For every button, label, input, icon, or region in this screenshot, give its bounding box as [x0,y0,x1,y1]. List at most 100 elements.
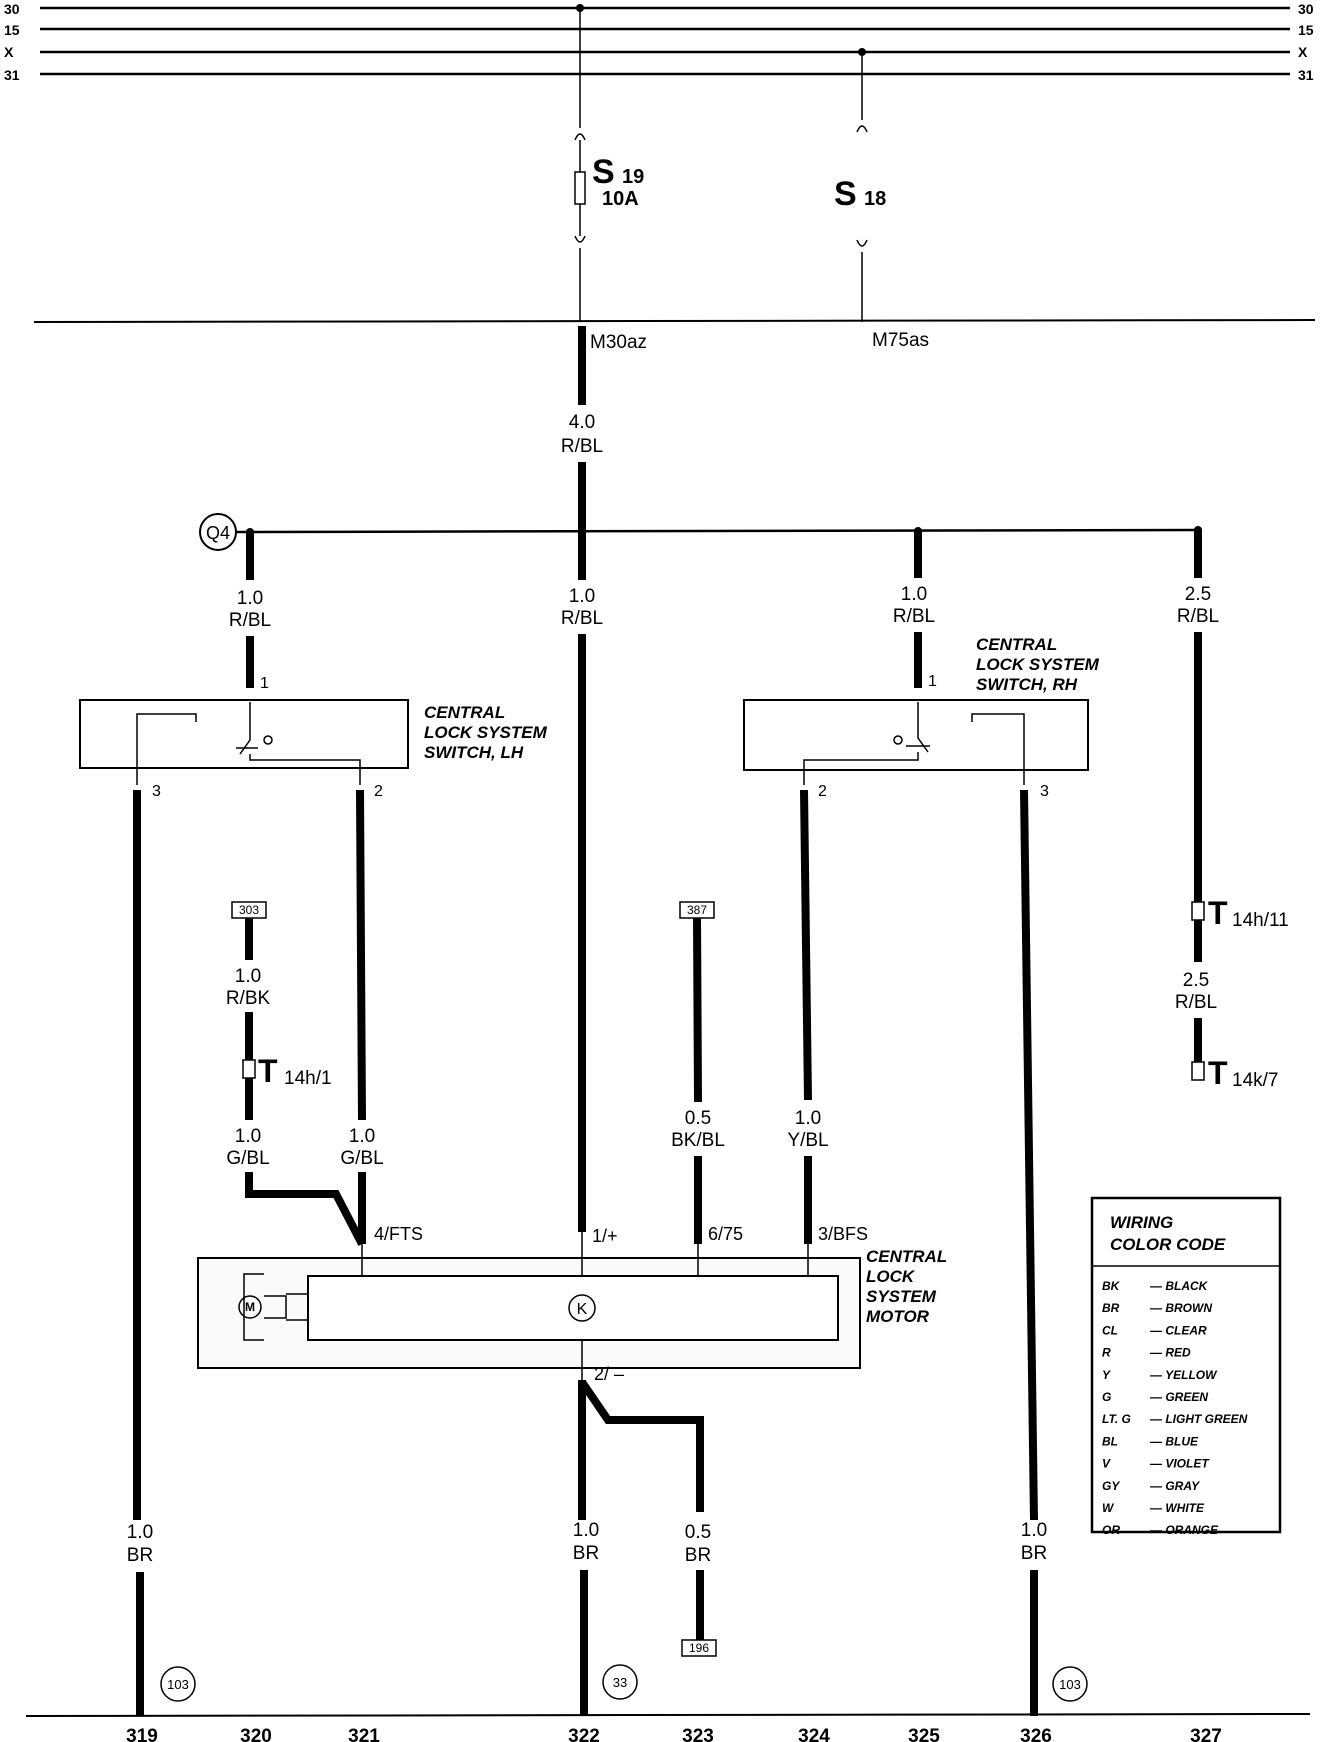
wire-b1-size: 1.0 [127,1522,153,1543]
legend-code: LT. G [1102,1412,1131,1426]
switch-lh-pin3: 3 [152,783,161,800]
legend-name: — ORANGE [1149,1523,1219,1537]
fuse-s18-number: 18 [864,188,886,210]
legend-code: G [1102,1390,1111,1404]
rail-label-31-left: 31 [4,67,20,83]
motor-label-1: CENTRAL [866,1247,947,1266]
ref-196-box [681,1639,717,1657]
legend-code: BK [1102,1279,1121,1293]
wire-b4-upper [1020,789,1038,1521]
terminal-t14h11 [1191,901,1205,921]
motor-label-3: SYSTEM [866,1287,937,1306]
wire-2-color: R/BL [561,608,603,629]
legend-code: BL [1102,1434,1118,1448]
motor-symbol [238,1273,308,1341]
switch-lh-label-2: LOCK SYSTEM [424,723,548,742]
wire-9-size: 1.0 [795,1108,821,1129]
wire-b2-size: 1.0 [573,1520,599,1541]
wire-main-size: 4.0 [569,412,595,433]
ground-103-right-label: 103 [1059,1677,1081,1692]
legend-code: OR [1102,1523,1120,1537]
terminal-t14k7-letter: T [1208,1055,1228,1091]
rail-label-x-left: X [4,44,14,60]
legend-name: — GREEN [1149,1390,1208,1404]
switch-rh-pin1: 1 [928,673,937,690]
rail-label-15-right: 15 [1298,22,1314,38]
connector-m30az: M30az [590,332,647,353]
fuse-s19 [574,8,586,322]
legend-code: V [1102,1457,1111,1471]
wire-b2-color: BR [573,1543,599,1564]
legend-name: — RED [1149,1346,1191,1360]
switch-lh-box [79,699,409,769]
legend-name: — LIGHT GREEN [1149,1412,1248,1426]
motor-pin-fts: 4/FTS [374,1224,423,1244]
motor-k-circle [568,1294,596,1322]
fuse-s18-letter: S [834,175,857,213]
switch-lh-symbol [136,702,361,785]
ref-387: 387 [687,903,707,917]
terminal-t14h1-letter: T [258,1053,278,1089]
terminal-t14h1 [242,1059,256,1079]
wire-4-size: 2.5 [1185,584,1211,605]
switch-lh-label-1: CENTRAL [424,703,505,722]
wire-b1-color: BR [127,1545,153,1566]
fuse-s19-letter: S [592,153,615,191]
rail-label-31-right: 31 [1298,67,1314,83]
fuse-s19-rating: 10A [602,188,639,210]
footer-323: 323 [682,1726,714,1742]
footer-319: 319 [126,1726,158,1742]
wire-3-size: 1.0 [901,584,927,605]
rail-label-x-right: X [1298,44,1308,60]
ref-303: 303 [239,903,259,917]
wire-main-color: R/BL [561,436,603,457]
wire-6-size: 1.0 [235,1126,261,1147]
switch-rh-pin2: 2 [818,783,827,800]
legend-code: GY [1102,1479,1120,1493]
ground-103-left [160,1666,196,1702]
legend-code: Y [1102,1368,1111,1382]
terminal-t14h11-sub: 14h/11 [1232,910,1289,931]
ground-33-label: 33 [613,1675,627,1690]
footer-321: 321 [348,1726,380,1742]
wire-5-color: R/BK [226,988,271,1009]
legend-code: BR [1102,1301,1120,1315]
terminal-t14h11-letter: T [1208,895,1228,931]
legend-title-1: WIRING [1110,1213,1173,1232]
motor-label-4: MOTOR [866,1307,930,1326]
wire-4-color: R/BL [1177,606,1219,627]
wire-7-color: G/BL [340,1148,383,1169]
motor-pin-75: 6/75 [708,1224,743,1244]
wire-b3-color: BR [685,1545,711,1566]
power-rails [40,6,1290,76]
wire-3-color: R/BL [893,606,935,627]
terminal-t14h1-sub: 14h/1 [284,1068,332,1089]
motor-pin-minus: 2/ – [594,1364,624,1384]
wire-10-size: 2.5 [1183,970,1209,991]
wire-2-size: 1.0 [569,586,595,607]
legend-code: W [1102,1501,1115,1515]
ref-196: 196 [689,1641,709,1655]
rail-label-15-left: 15 [4,22,20,38]
wire-6-color: G/BL [226,1148,269,1169]
legend-name: — BLACK [1149,1279,1209,1293]
footer-322: 322 [568,1726,600,1742]
fuse-s19-number: 19 [622,166,644,188]
wire-10-color: R/BL [1175,992,1217,1013]
switch-lh-pin1: 1 [260,675,269,692]
ground-33 [602,1664,638,1700]
switch-lh-label-3: SWITCH, LH [424,743,524,762]
wire-b4-size: 1.0 [1021,1520,1047,1541]
wire-5-size: 1.0 [235,966,261,987]
wire-7-size: 1.0 [349,1126,375,1147]
legend-name: — BLUE [1149,1434,1199,1448]
terminal-t14k7 [1191,1061,1205,1081]
wire-8-upper [693,917,702,1103]
wire-9-upper [800,789,812,1101]
footer-320: 320 [240,1726,272,1742]
wire-8-color: BK/BL [671,1130,725,1151]
switch-rh-pin3: 3 [1040,783,1049,800]
rail-label-30-right: 30 [1298,1,1314,17]
